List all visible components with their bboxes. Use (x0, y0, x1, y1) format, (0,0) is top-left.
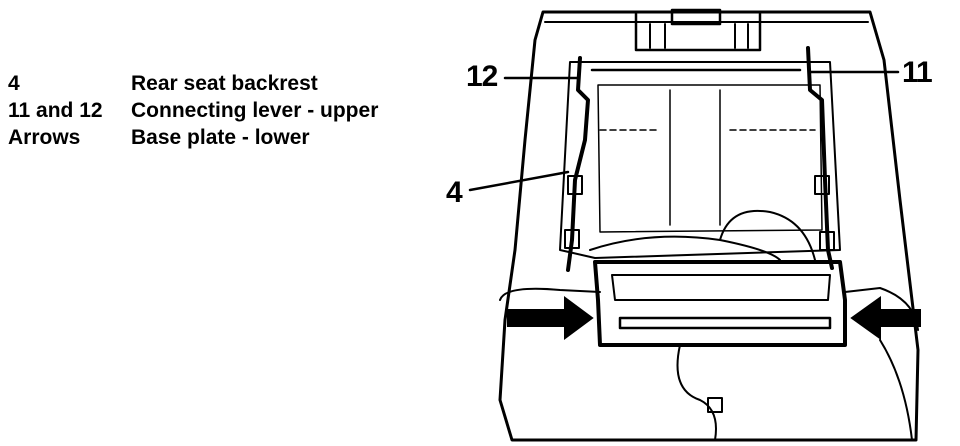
callout-11: 11 (902, 56, 933, 89)
leader-line-4 (468, 170, 570, 192)
legend-description: Base plate - lower (131, 125, 310, 149)
legend-key: 4 (8, 71, 20, 95)
backrest-outline (498, 10, 920, 442)
inner-frame (559, 61, 841, 259)
callout-4: 4 (446, 176, 463, 209)
arrow-left (507, 296, 594, 340)
legend-row-11-12: 11 and 12 Connecting lever - upper (8, 97, 378, 124)
legend-key: 11 and 12 (8, 98, 103, 122)
arrow-right (850, 296, 921, 340)
top-latch (634, 8, 762, 52)
callout-12: 12 (466, 60, 498, 93)
connecting-lever-11 (806, 46, 834, 270)
legend-description: Rear seat backrest (131, 71, 318, 95)
legend-row-4: 4 Rear seat backrest (8, 70, 378, 97)
base-plate-lower (593, 260, 847, 347)
legend-key: Arrows (8, 125, 81, 149)
legend-description: Connecting lever - upper (131, 98, 379, 122)
connecting-lever-12 (566, 56, 590, 272)
legend: 4 Rear seat backrest 11 and 12 Connectin… (8, 70, 378, 151)
cable (589, 209, 816, 261)
legend-row-arrows: Arrows Base plate - lower (8, 124, 378, 151)
